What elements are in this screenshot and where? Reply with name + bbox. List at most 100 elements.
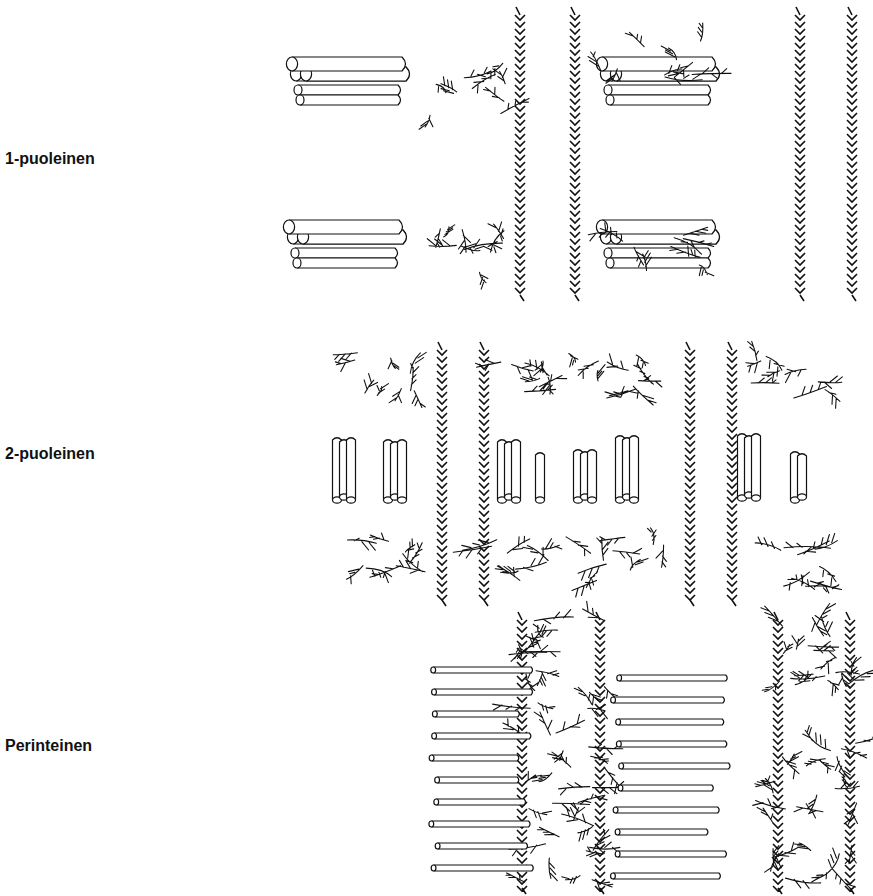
wheel-track bbox=[727, 342, 737, 606]
log bbox=[437, 777, 519, 783]
branch-pile bbox=[578, 354, 662, 405]
log-end bbox=[435, 843, 440, 849]
branch-pile bbox=[453, 536, 590, 580]
log-end bbox=[431, 865, 436, 871]
log bbox=[438, 843, 528, 849]
branch-pile bbox=[333, 352, 426, 407]
branch-pile bbox=[476, 354, 578, 395]
log-end bbox=[398, 497, 407, 503]
log bbox=[620, 785, 713, 791]
log bbox=[619, 675, 727, 681]
log bbox=[613, 697, 724, 703]
log bbox=[297, 258, 398, 268]
log bbox=[298, 85, 401, 95]
branch-pile bbox=[588, 223, 714, 276]
log-end bbox=[291, 248, 299, 258]
log bbox=[436, 799, 525, 805]
log-end bbox=[283, 220, 294, 234]
branch-pile bbox=[762, 657, 873, 696]
branch-pile bbox=[509, 601, 604, 661]
log bbox=[630, 436, 639, 500]
log bbox=[610, 95, 711, 105]
log-end bbox=[611, 873, 616, 879]
log bbox=[798, 454, 807, 497]
log-end bbox=[431, 667, 436, 673]
log-end bbox=[615, 829, 620, 835]
log bbox=[300, 95, 401, 105]
log-end bbox=[294, 85, 302, 95]
branch-pile bbox=[419, 63, 529, 129]
log-end bbox=[619, 763, 624, 769]
method-label: Perinteinen bbox=[5, 737, 92, 755]
log-end bbox=[432, 711, 437, 717]
log bbox=[434, 865, 534, 871]
method-label: 1-puoleinen bbox=[5, 150, 95, 168]
branch-pile bbox=[753, 771, 860, 824]
log-end bbox=[611, 697, 616, 703]
log-end bbox=[752, 495, 761, 501]
log bbox=[619, 741, 727, 747]
log bbox=[752, 434, 761, 498]
log-end bbox=[613, 807, 618, 813]
log-end bbox=[536, 497, 545, 503]
log-end bbox=[432, 733, 437, 739]
log bbox=[347, 438, 356, 500]
log bbox=[610, 258, 711, 268]
log-end bbox=[432, 689, 437, 695]
log bbox=[512, 440, 521, 500]
log-end bbox=[429, 821, 434, 827]
log bbox=[608, 85, 711, 95]
log bbox=[435, 711, 519, 717]
log-end bbox=[618, 785, 623, 791]
log bbox=[618, 719, 724, 725]
branch-pile bbox=[761, 604, 839, 674]
wheel-track bbox=[437, 342, 447, 606]
wheel-track bbox=[595, 612, 605, 894]
log-end bbox=[347, 497, 356, 503]
log-end bbox=[512, 497, 521, 503]
wheel-track bbox=[570, 7, 580, 301]
wheel-track bbox=[515, 7, 525, 301]
log bbox=[295, 248, 398, 258]
log-end bbox=[434, 799, 439, 805]
log bbox=[536, 453, 545, 500]
branch-pile bbox=[782, 726, 873, 779]
log bbox=[434, 689, 532, 695]
log-end bbox=[606, 95, 614, 105]
wheel-track bbox=[685, 342, 695, 606]
log-end bbox=[606, 258, 614, 268]
log bbox=[602, 57, 716, 71]
log bbox=[618, 851, 727, 857]
log-end bbox=[616, 719, 621, 725]
branch-pile bbox=[572, 528, 666, 597]
log-end bbox=[286, 57, 297, 71]
log-end bbox=[604, 248, 612, 258]
log bbox=[613, 873, 720, 879]
wheel-track bbox=[795, 7, 805, 301]
log bbox=[588, 450, 597, 500]
log-end bbox=[604, 85, 612, 95]
log-end bbox=[616, 741, 621, 747]
log-end bbox=[615, 851, 620, 857]
log bbox=[433, 667, 532, 673]
method-label: 2-puoleinen bbox=[5, 445, 95, 463]
log bbox=[432, 755, 519, 761]
branch-pile bbox=[427, 222, 504, 289]
branch-pile bbox=[588, 23, 731, 84]
log bbox=[618, 829, 708, 835]
log-end bbox=[630, 497, 639, 503]
branch-pile bbox=[347, 533, 426, 584]
log bbox=[431, 821, 530, 827]
log-end bbox=[293, 258, 301, 268]
log-end bbox=[798, 494, 807, 500]
branch-pile bbox=[765, 842, 857, 888]
log bbox=[616, 807, 720, 813]
log-end bbox=[435, 777, 440, 783]
branch-pile bbox=[506, 827, 620, 890]
log bbox=[621, 763, 730, 769]
log-end bbox=[296, 95, 304, 105]
log bbox=[289, 220, 403, 234]
branch-pile bbox=[755, 533, 841, 593]
log bbox=[292, 57, 406, 71]
